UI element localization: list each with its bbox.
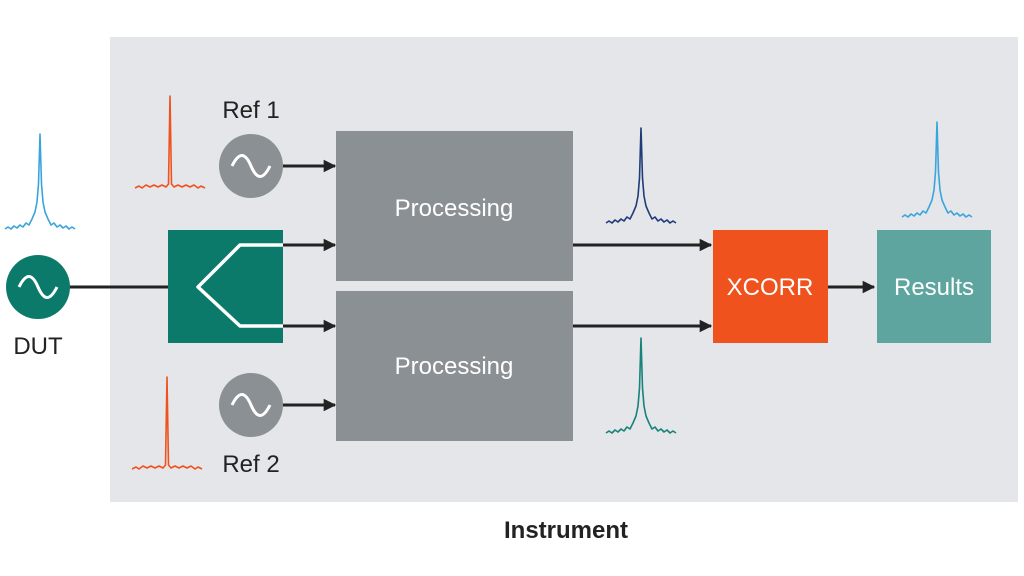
spectrum-peak-icon <box>4 133 76 230</box>
ref2-oscillator <box>219 373 283 437</box>
results-block <box>877 230 991 343</box>
processing-block-bottom <box>336 291 573 441</box>
ref2-label: Ref 2 <box>222 451 279 478</box>
results-label: Results <box>894 274 974 301</box>
xcorr-block <box>713 230 828 343</box>
processing-block-top <box>336 131 573 281</box>
power-splitter-icon <box>196 243 283 328</box>
sine-wave-icon <box>230 393 272 417</box>
dut-label: DUT <box>13 333 63 360</box>
processing-bottom-label: Processing <box>395 353 514 380</box>
xcorr-label: XCORR <box>727 274 814 301</box>
ref1-oscillator <box>219 134 283 198</box>
sine-wave-icon <box>17 275 59 299</box>
instrument-label: Instrument <box>504 517 628 544</box>
processing-top-label: Processing <box>395 195 514 222</box>
power-splitter <box>168 230 283 343</box>
ref1-label: Ref 1 <box>222 97 279 124</box>
signal-wires <box>68 159 876 412</box>
dut-oscillator <box>6 255 70 319</box>
sine-wave-icon <box>230 154 272 178</box>
